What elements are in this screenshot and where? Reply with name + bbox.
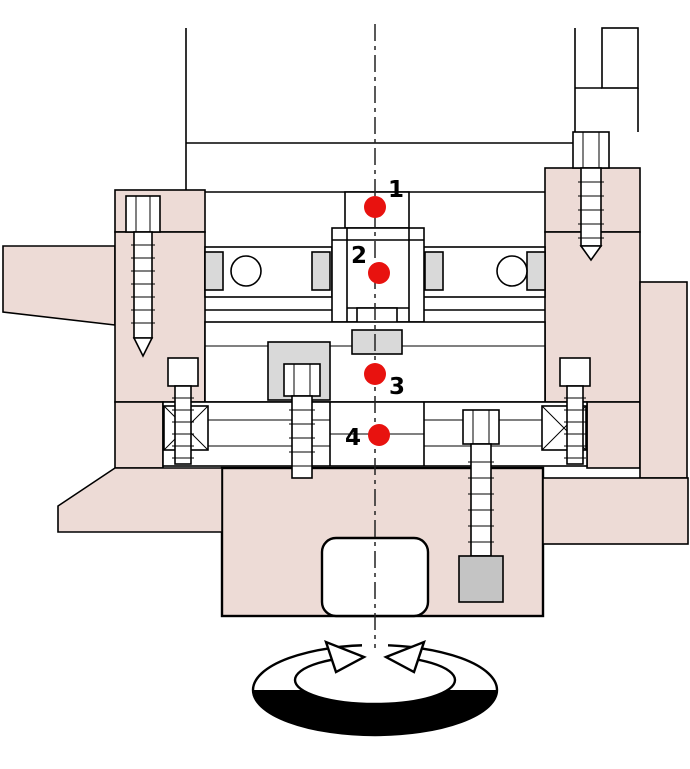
bolt-socket [582, 132, 600, 168]
bolt-head [283, 363, 321, 397]
callout-markers: 1 2 3 4 [345, 177, 405, 451]
bolt-tip [579, 245, 603, 262]
bolt-head [125, 195, 161, 233]
housing-right-lower [586, 401, 641, 469]
bolt-shaft [133, 231, 153, 339]
bolt-lower-right-long [458, 409, 504, 603]
callout-dot-3 [364, 363, 386, 385]
bolt-head [167, 357, 199, 387]
rotation-ring-gap [362, 640, 388, 666]
bolt-mid-left [167, 357, 199, 465]
bolt-socket [472, 410, 490, 444]
spacer-upper-left-inner [311, 251, 331, 291]
bolt-threads [564, 397, 586, 459]
callout-dot-4 [368, 424, 390, 446]
base-right-wing [542, 477, 689, 545]
spacer-upper-right-inner [424, 251, 444, 291]
rotation-direction-icon [251, 639, 499, 737]
rotation-arrowhead-right [383, 639, 426, 674]
bolt-socket [293, 364, 311, 396]
bolt-shaft [470, 443, 492, 557]
housing-right-arm [639, 281, 688, 479]
bolt-mid-right [559, 357, 591, 465]
bolt-sleeve [458, 555, 504, 603]
bolt-threads [131, 244, 155, 324]
callout-dot-1 [364, 196, 386, 218]
housing-left-lower [114, 401, 164, 469]
stud-washer [351, 329, 403, 355]
base-left-wing [57, 467, 223, 533]
bolt-threads [578, 181, 604, 239]
bolt-head [572, 131, 610, 169]
bolt-head [559, 357, 591, 387]
spindle-detail-lines [332, 228, 424, 322]
spacer-upper-right-outer [526, 251, 546, 291]
callout-label-3: 3 [389, 374, 405, 400]
bolt-center-left [283, 363, 321, 479]
callout-label-2: 2 [351, 243, 367, 269]
bolt-head [462, 409, 500, 445]
top-right-block [601, 27, 639, 89]
bolt-upper-right [572, 131, 610, 262]
callout-dot-2 [368, 262, 390, 284]
bolt-shaft [291, 395, 313, 479]
ball-bearing-right [496, 255, 528, 287]
callout-label-1: 1 [388, 177, 404, 203]
bolt-threads [289, 409, 315, 467]
bolt-threads [172, 397, 194, 459]
spacer-upper-left-outer [204, 251, 224, 291]
bolt-upper-left [125, 195, 161, 358]
bolt-shaft [566, 385, 584, 465]
bolt-threads [468, 461, 494, 543]
rotation-ring-black-band [253, 690, 497, 735]
bolt-tip [132, 337, 154, 358]
mounting-bolts [125, 131, 610, 603]
bolt-socket [135, 196, 151, 232]
housing-left-arm [2, 245, 116, 326]
callout-label-4: 4 [345, 425, 361, 451]
bolt-shaft [580, 167, 602, 247]
ball-bearing-left [230, 255, 262, 287]
bolt-shaft [174, 385, 192, 465]
rotation-arrowhead-left [324, 639, 367, 674]
